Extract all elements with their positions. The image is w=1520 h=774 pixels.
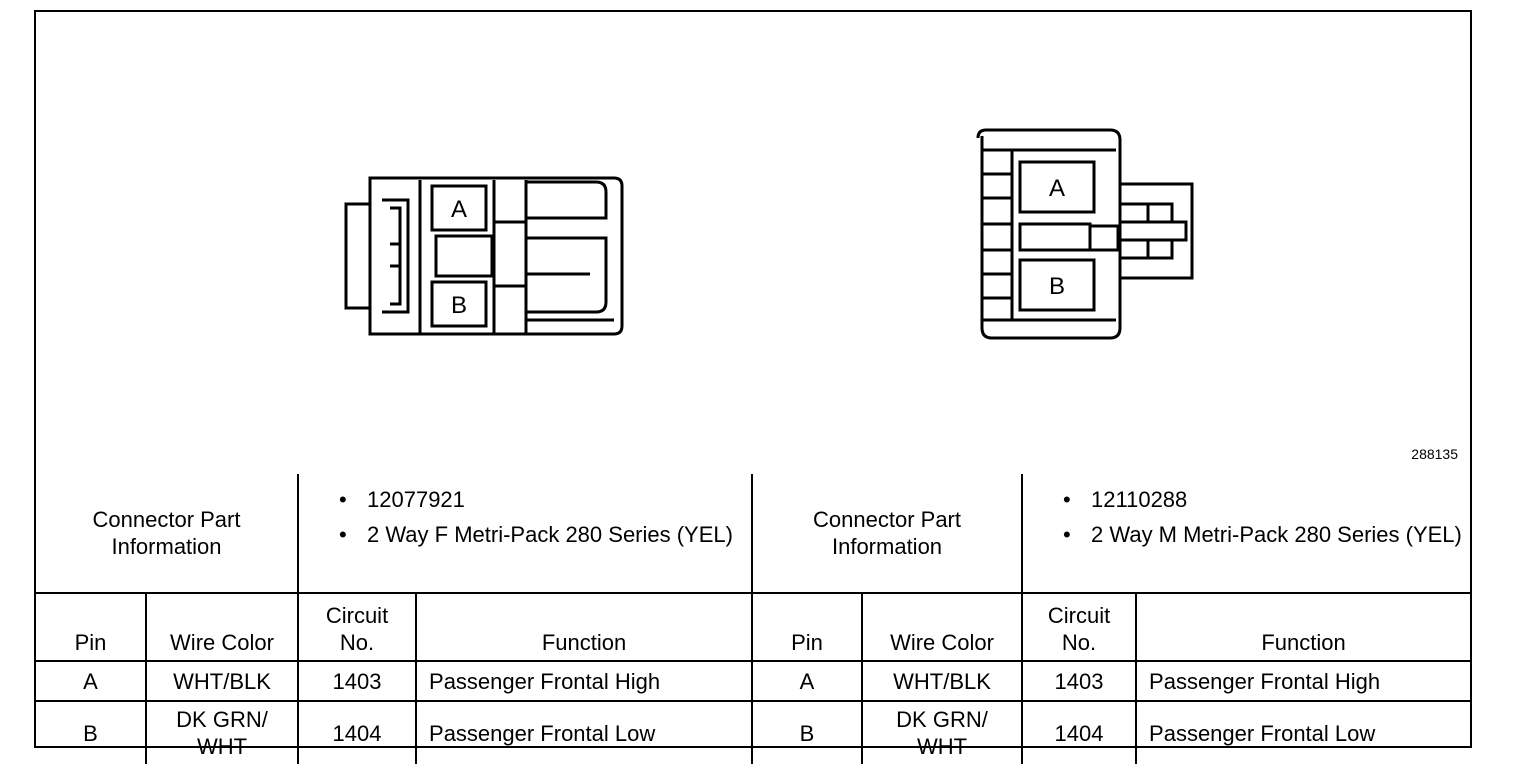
pin-a-cavity-right — [1018, 160, 1096, 214]
wire-color-line2: WHT — [196, 734, 248, 759]
pin-a-cavity — [430, 184, 488, 232]
table-row: A WHT/BLK 1403 Passenger Frontal High A … — [36, 660, 1471, 702]
header-circuit-line1: Circuit — [325, 603, 389, 628]
header-wire-color-right: Wire Color — [861, 592, 1024, 662]
connector-right-tab — [1120, 182, 1194, 280]
cell-wire-color-right: WHT/BLK — [861, 660, 1024, 702]
pin-b-label-left: B — [451, 292, 467, 319]
part-info-label-right: Connector Part Information — [751, 474, 1024, 594]
cell-function-right: Passenger Frontal Low — [1135, 700, 1471, 764]
connector-right-male — [976, 128, 1194, 340]
connector-left-lock — [382, 198, 410, 314]
part-info-label-left: Connector Part Information — [36, 474, 300, 594]
header-pin-right: Pin — [751, 592, 864, 662]
header-function-right: Function — [1135, 592, 1471, 662]
cell-wire-color-right: DK GRN/WHT — [861, 700, 1024, 764]
diagram-frame: A B A B 288135 Conn — [34, 10, 1472, 764]
figure-id: 288135 — [1411, 446, 1458, 462]
header-pin: Pin — [36, 592, 147, 662]
connector-right-body — [976, 128, 1122, 340]
header-wire-color: Wire Color — [144, 592, 300, 662]
pin-b-label-right: B — [1049, 273, 1065, 300]
pin-b-cavity-right — [1018, 258, 1096, 312]
wire-color-line2-right: WHT — [916, 734, 968, 759]
cell-pin: B — [36, 700, 147, 764]
part-description-right: 2 Way M Metri-Pack 280 Series (YEL) — [1063, 521, 1470, 548]
cell-circuit: 1403 — [297, 660, 418, 702]
pin-a-label-left: A — [451, 196, 467, 223]
wire-color-line1: DK GRN/ — [176, 707, 268, 732]
cell-pin-right: A — [751, 660, 864, 702]
cell-function: Passenger Frontal High — [415, 660, 754, 702]
pin-a-label-right: A — [1049, 175, 1065, 202]
connector-left-latch — [344, 202, 370, 310]
cell-circuit-right: 1403 — [1021, 660, 1138, 702]
part-number-left: 12077921 — [339, 486, 751, 513]
part-info-right: 12110288 2 Way M Metri-Pack 280 Series (… — [1021, 474, 1471, 594]
connector-left-body — [368, 176, 624, 336]
part-description-left: 2 Way F Metri-Pack 280 Series (YEL) — [339, 521, 751, 548]
table-row: B DK GRN/WHT 1404 Passenger Frontal Low … — [36, 700, 1471, 764]
header-circuit-line1-right: Circuit — [1047, 603, 1111, 628]
pin-b-cavity — [430, 280, 488, 328]
part-info-row: Connector Part Information 12077921 2 Wa… — [36, 474, 1471, 594]
cell-pin: A — [36, 660, 147, 702]
cell-wire-color: WHT/BLK — [144, 660, 300, 702]
cell-wire-color: DK GRN/WHT — [144, 700, 300, 764]
cell-function-right: Passenger Frontal High — [1135, 660, 1471, 702]
part-info-left: 12077921 2 Way F Metri-Pack 280 Series (… — [297, 474, 754, 594]
connector-drawing: A B A B — [344, 128, 1194, 340]
part-number-right: 12110288 — [1063, 486, 1470, 513]
wire-color-line1-right: DK GRN/ — [896, 707, 988, 732]
connector-left-female — [344, 176, 624, 336]
cell-circuit: 1404 — [297, 700, 418, 764]
header-function: Function — [415, 592, 754, 662]
cell-function: Passenger Frontal Low — [415, 700, 754, 764]
header-circuit-line2-right: No. — [1061, 630, 1097, 655]
cell-pin-right: B — [751, 700, 864, 764]
header-circuit-line2: No. — [339, 630, 375, 655]
cell-circuit-right: 1404 — [1021, 700, 1138, 764]
connector-table: Connector Part Information 12077921 2 Wa… — [36, 474, 1471, 764]
